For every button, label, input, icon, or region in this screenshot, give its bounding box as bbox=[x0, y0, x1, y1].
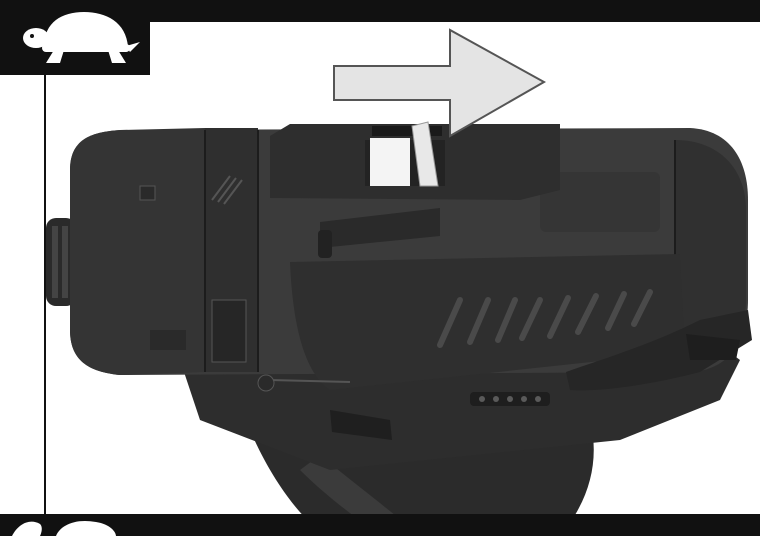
turtle-icon bbox=[23, 12, 140, 63]
chuck-nose bbox=[46, 218, 76, 306]
bottom-frame-bar bbox=[0, 514, 760, 536]
slide-direction-arrow bbox=[333, 28, 547, 138]
rabbit-icon bbox=[12, 520, 116, 536]
speed-selector-switch bbox=[370, 138, 410, 186]
panel-border-line bbox=[44, 75, 46, 515]
top-frame-bar bbox=[0, 0, 760, 22]
slow-speed-badge bbox=[0, 0, 150, 75]
side-panel bbox=[290, 254, 684, 390]
